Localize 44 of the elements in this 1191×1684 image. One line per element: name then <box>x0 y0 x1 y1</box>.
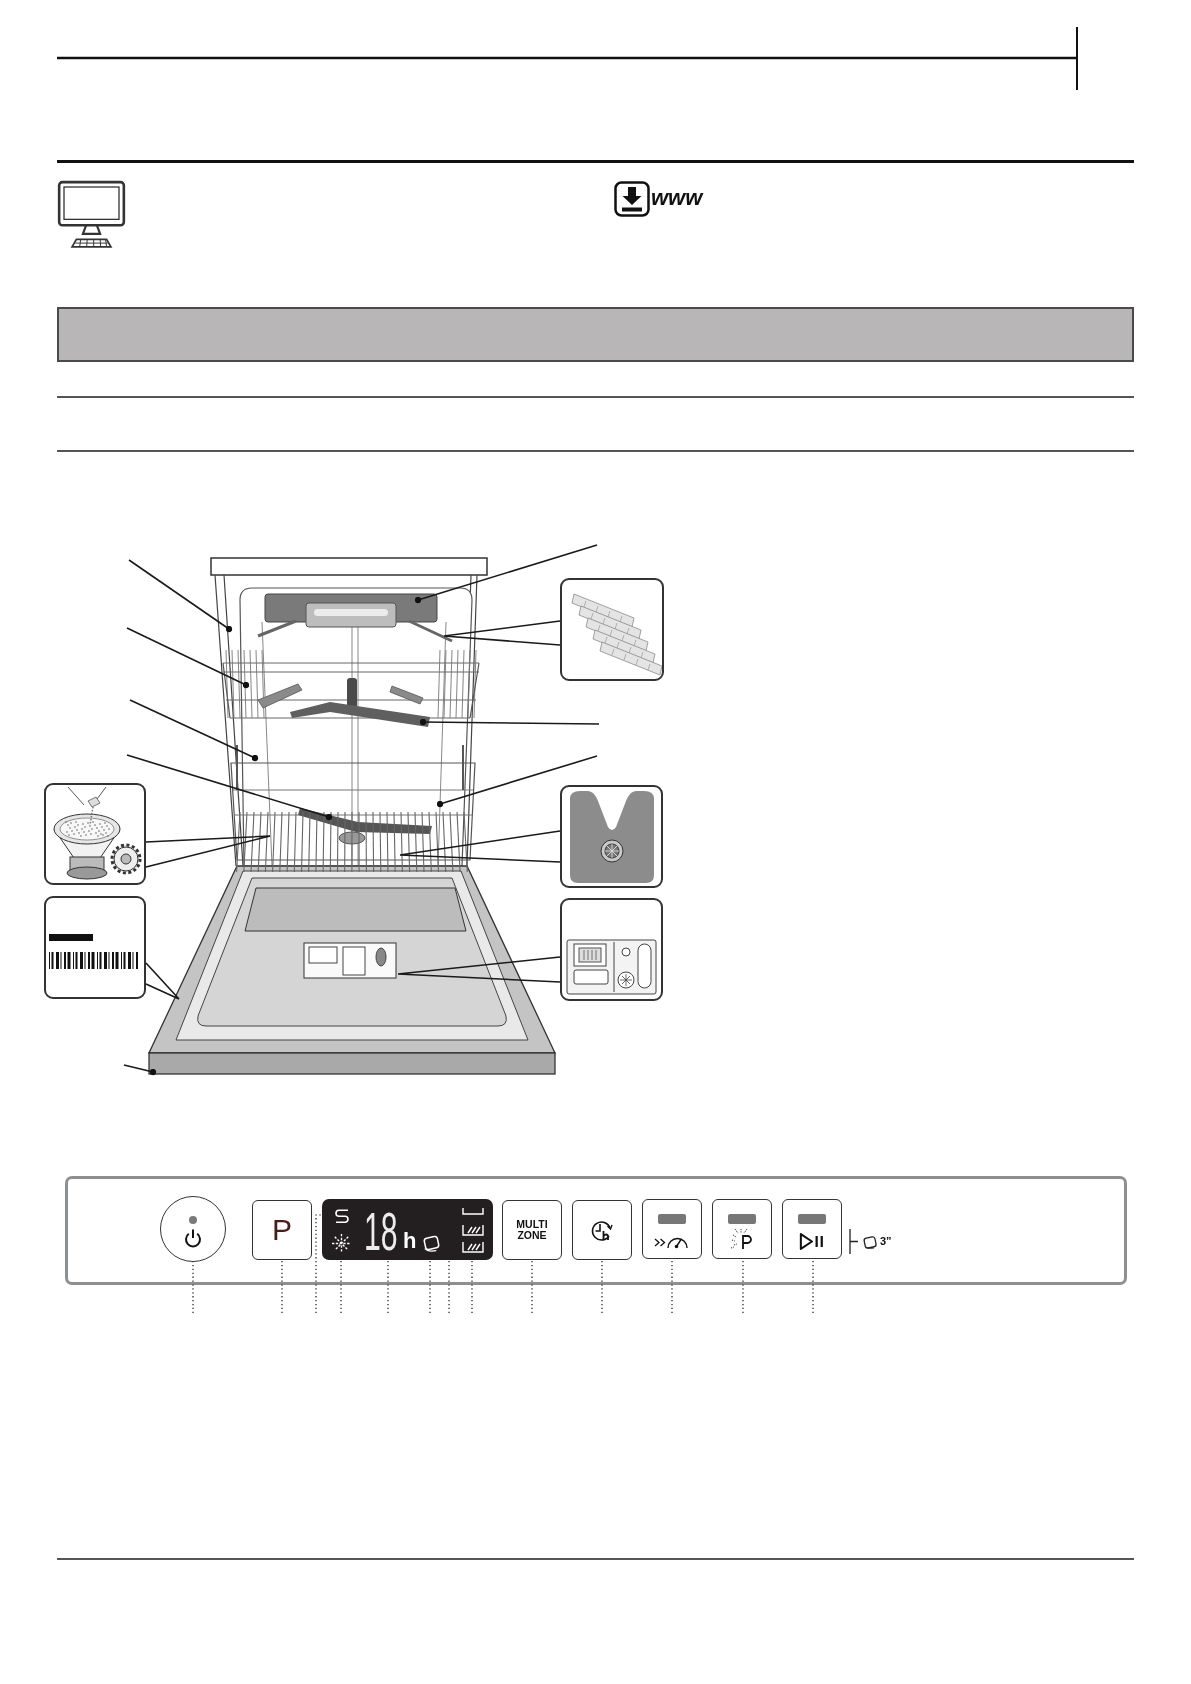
callout-line <box>399 830 561 863</box>
callout-line <box>443 620 561 646</box>
digit-readout: 18 <box>364 1204 398 1258</box>
leader-line <box>126 627 250 689</box>
push-button: MULTI ZONE <box>502 1200 562 1260</box>
leader-line <box>281 1259 283 1314</box>
leader-line <box>671 1258 673 1314</box>
push-button <box>712 1199 772 1259</box>
display-screen <box>322 1199 493 1260</box>
callout-line <box>145 962 180 1000</box>
leader-line <box>601 1259 603 1314</box>
push-button <box>572 1200 632 1260</box>
dishwasher-illustration <box>148 555 557 1075</box>
leader-line <box>387 1259 389 1314</box>
leader-line <box>742 1258 744 1314</box>
leader-line <box>128 559 233 633</box>
push-button <box>782 1199 842 1259</box>
leader-line <box>126 754 333 821</box>
leader-line <box>129 699 259 762</box>
push-button: P <box>252 1200 312 1260</box>
leader-line <box>419 718 600 726</box>
leader-line <box>315 1214 323 1314</box>
leader-line <box>812 1258 814 1314</box>
cutlery-tray-inset <box>560 578 664 681</box>
callout-line <box>397 956 561 983</box>
leader-line <box>471 1259 473 1314</box>
barcode-label-inset <box>44 896 146 999</box>
unit-text: h <box>403 1230 417 1252</box>
dispenser-inset <box>560 898 663 1001</box>
leader-line <box>340 1259 342 1314</box>
leader-line <box>531 1259 533 1314</box>
leader-line <box>429 1259 431 1314</box>
filter-inset <box>44 783 146 885</box>
leader-line <box>123 1064 157 1076</box>
push-button <box>642 1199 702 1259</box>
leader-line <box>436 755 598 808</box>
duration-text: 3” <box>880 1234 892 1248</box>
leader-line <box>414 544 598 604</box>
control-panel <box>65 1176 1127 1285</box>
section-band <box>57 307 1134 362</box>
leader-line <box>448 1259 450 1314</box>
filter-plate-inset <box>560 785 663 888</box>
www-text: www <box>651 185 703 211</box>
callout-line <box>145 835 271 868</box>
